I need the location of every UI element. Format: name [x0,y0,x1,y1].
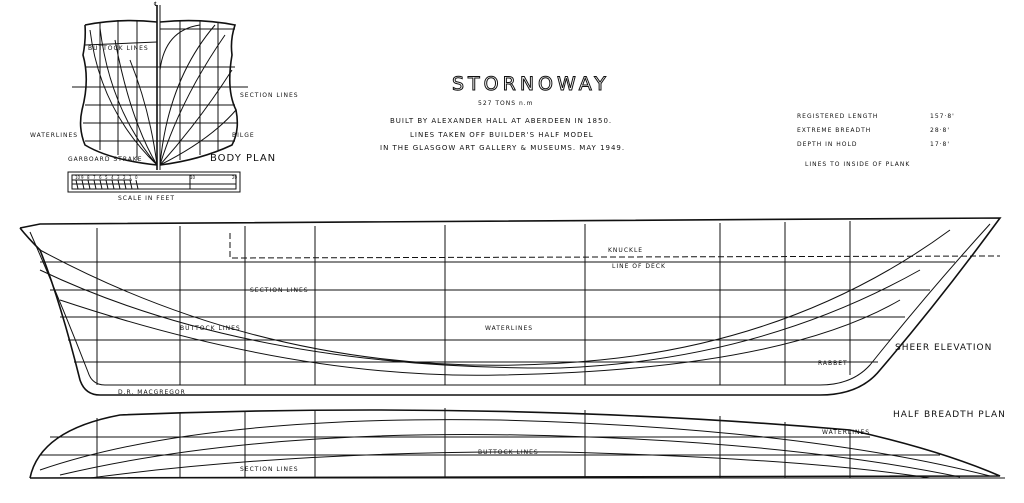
buttock-lines-label: BUTTOCK LINES [180,325,241,332]
scale-tick-label: 1 [129,175,132,180]
dimension-value: 28·8' [930,127,950,134]
scale-diagonal [117,179,121,190]
knuckle-label: KNUCKLE [608,247,643,254]
scale-tick-label: 7 [93,175,96,180]
scale-diagonal [123,179,127,190]
scale-tick-label: 20 [232,175,238,180]
scale-tick-label: 5 [105,175,108,180]
author-signature: D.R. MACGREGOR [118,389,186,396]
rabbet-label: RABBET [818,360,848,367]
buttock-lines-label: BUTTOCK LINES [478,449,539,456]
dimension-value: 17·8' [930,141,950,148]
scale-label: SCALE IN FEET [118,195,175,202]
garboard-strake-label: GARBOARD STRAKE [68,156,143,163]
scale-tick-label: 9 [81,175,84,180]
tonnage: 527 TONS n.m [478,100,534,107]
half-breadth-plan-title: HALF BREADTH PLAN [893,410,1006,420]
lines-note: LINES TO INSIDE OF PLANK [805,161,910,168]
bilge-label: BILGE [232,132,255,139]
dimension-label: EXTREME BREADTH [797,127,871,134]
scale-diagonal [111,179,115,190]
waterlines-label: WATERLINES [485,325,533,332]
waterlines-label: WATERLINES [30,132,78,139]
info-line: LINES TAKEN OFF BUILDER'S HALF MODEL [410,131,594,139]
scale-diagonal [81,179,85,190]
scale-diagonal [87,179,91,190]
dimension-label: REGISTERED LENGTH [797,113,878,120]
sheer-elevation: SECTION LINES BUTTOCK LINES WATERLINES K… [19,217,1002,396]
section-lines-label: SECTION LINES [250,287,309,294]
title-block: STORNOWAY 527 TONS n.m BUILT BY ALEXANDE… [380,73,625,153]
scale-tick-label: 10 [190,175,196,180]
scale-diagonal [75,179,79,190]
scale-diagonal [129,179,133,190]
scale-tick-label: 4 [111,175,114,180]
scale-tick-label: 10 [75,175,81,180]
info-line: BUILT BY ALEXANDER HALL AT ABERDEEN IN 1… [390,117,612,125]
body-plan-title: BODY PLAN [210,153,276,164]
ship-name-title: STORNOWAY [452,73,610,95]
scale-diagonal [99,179,103,190]
scale-diagonal [93,179,97,190]
sheer-elevation-title: SHEER ELEVATION [895,343,992,353]
info-line: IN THE GLASGOW ART GALLERY & MUSEUMS. MA… [380,144,625,152]
centerline-mark: ℄ [154,1,159,8]
dimension-value: 157·8' [930,113,955,120]
scale-tick-label: 2 [123,175,126,180]
scale-diagonal [135,179,139,190]
waterlines-label: WATERLINES [822,429,870,436]
line-of-deck-label: LINE OF DECK [612,263,666,270]
scale-tick-label: 0 [135,175,138,180]
scale-tick-label: 3 [117,175,120,180]
dimension-label: DEPTH IN HOLD [797,141,857,148]
buttock-lines-label: BUTTOCK LINES [88,45,149,52]
half-breadth-plan: HALF BREADTH PLAN WATERLINES BUTTOCK LIN… [29,408,1006,479]
scale-tick-label: 8 [87,175,90,180]
section-lines-label: SECTION LINES [240,466,299,473]
scale-tick-label: 6 [99,175,102,180]
section-lines-label: SECTION LINES [240,92,299,99]
scale-diagonal [105,179,109,190]
body-plan: BUTTOCK LINES SECTION LINES WATERLINES B… [30,1,299,170]
dimensions-table: REGISTERED LENGTH 157·8' EXTREME BREADTH… [797,113,955,168]
